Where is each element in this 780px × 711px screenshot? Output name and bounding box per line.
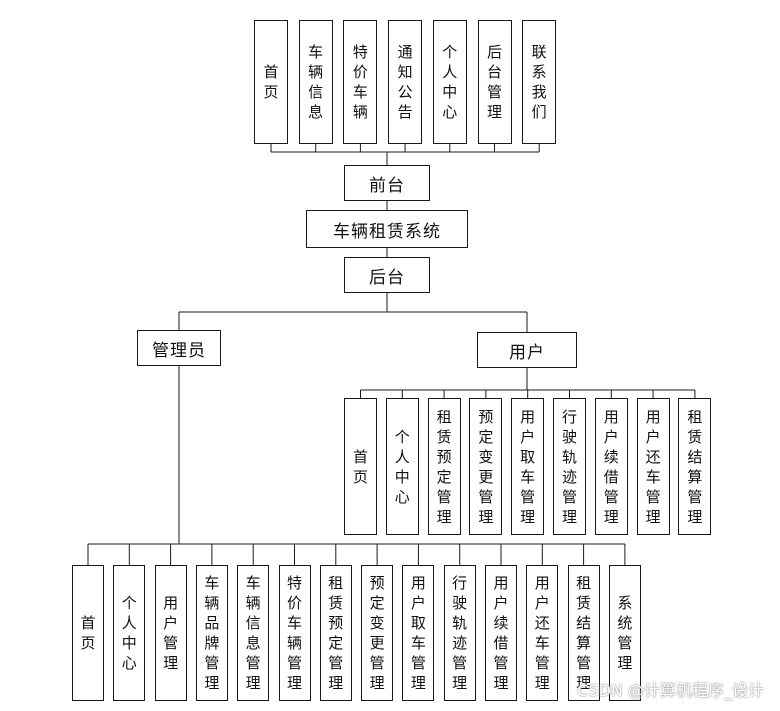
system-root-node: 车辆租赁系统 xyxy=(306,210,468,248)
admin-module-box: 特价车辆管理 xyxy=(278,565,311,701)
admin-module-box: 车辆品牌管理 xyxy=(195,565,228,701)
system-title: 车辆租赁系统 xyxy=(333,221,441,242)
admin-module-label: 租赁预定管理 xyxy=(328,574,344,692)
admin-module-box: 用户管理 xyxy=(154,565,187,701)
admin-module-label: 用户取车管理 xyxy=(410,574,426,692)
user-module-box: 租赁预定管理 xyxy=(427,398,461,535)
frontend-module-label: 个人中心 xyxy=(442,43,458,121)
admin-module-label: 系统管理 xyxy=(617,594,633,672)
admin-module-box: 用户取车管理 xyxy=(402,565,435,701)
frontend-label: 前台 xyxy=(369,175,405,196)
admin-module-label: 个人中心 xyxy=(121,594,137,672)
user-module-label: 租赁预定管理 xyxy=(436,407,452,526)
admin-module-label: 特价车辆管理 xyxy=(286,574,302,692)
user-module-label: 行驶轨迹管理 xyxy=(561,407,577,526)
backend-label: 后台 xyxy=(369,267,405,288)
admin-module-box: 车辆信息管理 xyxy=(237,565,270,701)
admin-module-box: 个人中心 xyxy=(113,565,146,701)
admin-module-label: 租赁结算管理 xyxy=(576,574,592,692)
admin-module-label: 用户管理 xyxy=(163,594,179,672)
frontend-module-label: 特价车辆 xyxy=(352,43,368,121)
user-module-label: 用户取车管理 xyxy=(520,407,536,526)
user-module-label: 首页 xyxy=(352,447,368,486)
admin-module-box: 系统管理 xyxy=(608,565,641,701)
frontend-module-label: 通知公告 xyxy=(397,43,413,121)
admin-module-label: 用户续借管理 xyxy=(493,574,509,692)
frontend-module-box: 车辆信息 xyxy=(298,20,333,144)
frontend-module-label: 车辆信息 xyxy=(308,43,324,121)
frontend-module-label: 后台管理 xyxy=(486,43,502,121)
user-module-label: 用户还车管理 xyxy=(645,407,661,526)
user-module-label: 预定变更管理 xyxy=(478,407,494,526)
admin-label: 管理员 xyxy=(152,340,206,361)
admin-module-box: 行驶轨迹管理 xyxy=(443,565,476,701)
user-module-box: 个人中心 xyxy=(385,398,419,535)
backend-node: 后台 xyxy=(344,257,430,293)
user-module-box: 首页 xyxy=(344,398,377,535)
admin-module-label: 行驶轨迹管理 xyxy=(452,574,468,692)
frontend-module-box: 联系我们 xyxy=(522,20,557,144)
user-module-label: 个人中心 xyxy=(394,427,410,506)
admin-module-label: 首页 xyxy=(80,614,96,652)
admin-module-label: 预定变更管理 xyxy=(369,574,385,692)
admin-module-label: 车辆品牌管理 xyxy=(204,574,220,692)
frontend-module-box: 后台管理 xyxy=(477,20,512,144)
frontend-module-box: 个人中心 xyxy=(432,20,467,144)
user-label: 用户 xyxy=(509,342,545,363)
watermark: CSDN @计算机程序_设计 xyxy=(577,681,764,700)
frontend-node: 前台 xyxy=(344,165,430,201)
user-module-box: 用户还车管理 xyxy=(636,398,670,535)
admin-module-box: 用户还车管理 xyxy=(526,565,559,701)
admin-module-box: 预定变更管理 xyxy=(361,565,394,701)
frontend-module-box: 通知公告 xyxy=(388,20,423,144)
user-module-label: 租赁结算管理 xyxy=(687,407,703,526)
frontend-module-label: 联系我们 xyxy=(531,43,547,121)
user-module-box: 用户续借管理 xyxy=(594,398,628,535)
user-node: 用户 xyxy=(477,332,577,368)
admin-module-box: 租赁结算管理 xyxy=(567,565,600,701)
user-module-box: 行驶轨迹管理 xyxy=(553,398,586,535)
admin-module-label: 用户还车管理 xyxy=(534,574,550,692)
user-module-box: 租赁结算管理 xyxy=(678,398,712,535)
frontend-module-box: 首页 xyxy=(254,20,288,144)
user-module-box: 用户取车管理 xyxy=(511,398,545,535)
admin-module-box: 租赁预定管理 xyxy=(319,565,352,701)
user-module-box: 预定变更管理 xyxy=(469,398,503,535)
user-module-label: 用户续借管理 xyxy=(603,407,619,526)
admin-node: 管理员 xyxy=(137,330,221,366)
frontend-module-box: 特价车辆 xyxy=(343,20,378,144)
admin-module-label: 车辆信息管理 xyxy=(245,574,261,692)
admin-module-box: 用户续借管理 xyxy=(485,565,517,701)
admin-module-box: 首页 xyxy=(72,565,104,701)
frontend-module-label: 首页 xyxy=(263,63,279,101)
